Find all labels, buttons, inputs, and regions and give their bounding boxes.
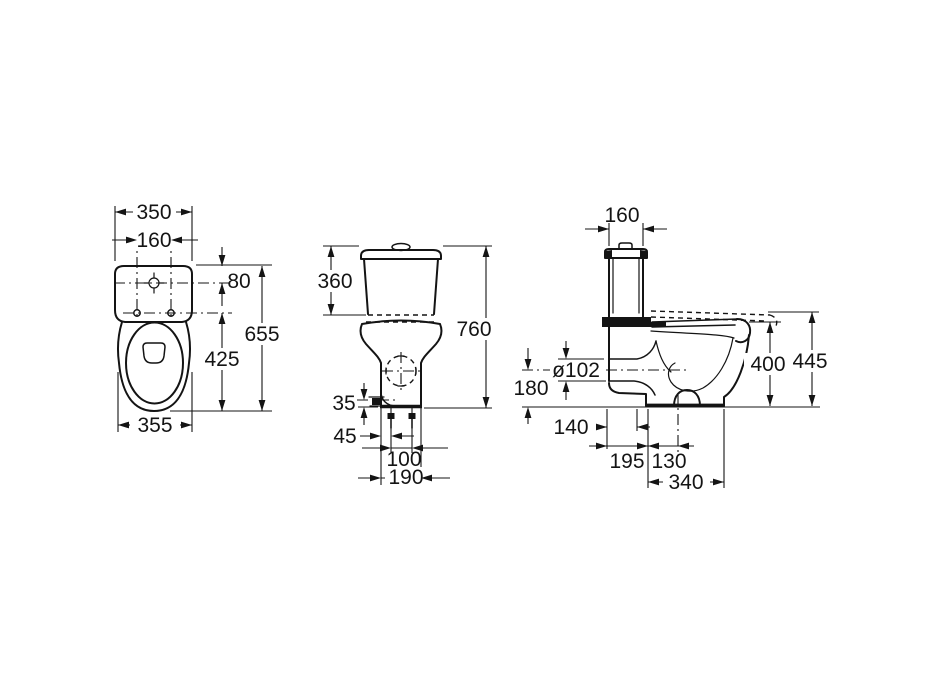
front-view-inlet-arc (380, 391, 397, 407)
front-view: 360 760 35 45 100 190 (311, 242, 498, 489)
side-view-cistern-walls (608, 257, 644, 318)
label-bg (237, 323, 287, 345)
front-view-bowl-outline (359, 319, 443, 407)
side-view-flush-button (618, 242, 633, 250)
side-view-rim-front (735, 318, 752, 344)
side-view-back-and-base (608, 326, 647, 407)
dim-label-760: 760 (456, 318, 491, 341)
dim-label-655: 655 (244, 323, 279, 346)
front-view-bolt-stems (390, 418, 413, 429)
side-view-cistern-base-band (602, 317, 666, 327)
side-view-bowl-interior (667, 337, 734, 392)
front-view-anchor-bolt-left (387, 413, 395, 419)
side-view-centerlines (522, 369, 688, 452)
dim-label-350: 350 (136, 201, 171, 224)
top-view-hinge-hole-left (133, 309, 141, 317)
side-view-rim-top-lines (651, 318, 738, 328)
top-view-cistern-outline (114, 265, 193, 323)
dim-label-130: 130 (651, 450, 686, 473)
front-view-inlet-fitting (372, 398, 381, 405)
dim-label-400: 400 (750, 353, 785, 376)
side-view: 160 ø102 180 400 445 140 195 130 340 (509, 204, 835, 494)
label-bg (385, 467, 427, 488)
front-view-cistern-lid (360, 249, 442, 260)
dim-label-445: 445 (792, 350, 827, 373)
side-view-trap-bend (673, 389, 701, 407)
dim-label-100: 100 (386, 448, 421, 471)
side-view-seat-dashed (650, 310, 778, 327)
side-view-inner-rim (650, 330, 735, 339)
side-view-outlet-pipe (608, 340, 657, 396)
front-view-cistern-body (363, 258, 439, 315)
front-view-inlet-fitting-lines (368, 396, 385, 407)
label-bg (663, 471, 710, 493)
top-view-hinge-hole-right (167, 309, 175, 317)
top-view-tank-hole-ticks (143, 272, 165, 294)
front-view-extension-lines (323, 245, 492, 485)
dim-label-340: 340 (668, 471, 703, 494)
side-view-lid-cap-front (640, 250, 647, 258)
label-bg (130, 414, 180, 436)
label-bg (509, 377, 554, 398)
dim-label-160-side: 160 (604, 204, 639, 227)
side-view-trap-interior (655, 340, 672, 373)
label-bg (550, 360, 603, 380)
dim-label-diameter-102: ø102 (552, 359, 600, 382)
front-view-anchor-bolt-right (408, 413, 416, 419)
side-view-cistern-inner-walls (612, 257, 640, 314)
dim-label-425: 425 (204, 348, 239, 371)
dim-label-360: 360 (317, 270, 352, 293)
label-bg (130, 229, 178, 251)
top-view-extension-lines (114, 206, 272, 432)
dim-label-190: 190 (388, 466, 423, 489)
label-bg (450, 318, 498, 340)
side-view-extension-lines (558, 223, 819, 488)
dim-label-140: 140 (553, 416, 588, 439)
label-bg (311, 270, 359, 292)
side-view-lid-cap-back (605, 250, 612, 258)
top-view-bowl-outline (117, 321, 191, 412)
top-view-flush-water-shape (142, 342, 166, 364)
dim-label-45: 45 (333, 425, 356, 448)
top-view-seat-ring (125, 321, 184, 405)
dim-label-160-top: 160 (136, 229, 171, 252)
side-view-bowl-underside (723, 334, 750, 407)
front-view-supply-hole-ticks (385, 355, 417, 387)
label-bg (744, 353, 793, 375)
label-bg (786, 350, 835, 372)
dim-label-355: 355 (137, 414, 172, 437)
top-view: 350 160 80 655 425 355 (112, 201, 287, 437)
label-bg (197, 348, 247, 370)
dim-label-180: 180 (513, 377, 548, 400)
dim-label-35: 35 (332, 392, 355, 415)
dim-label-195: 195 (609, 450, 644, 473)
dim-label-80: 80 (227, 270, 250, 293)
front-view-centerlines (357, 352, 420, 401)
